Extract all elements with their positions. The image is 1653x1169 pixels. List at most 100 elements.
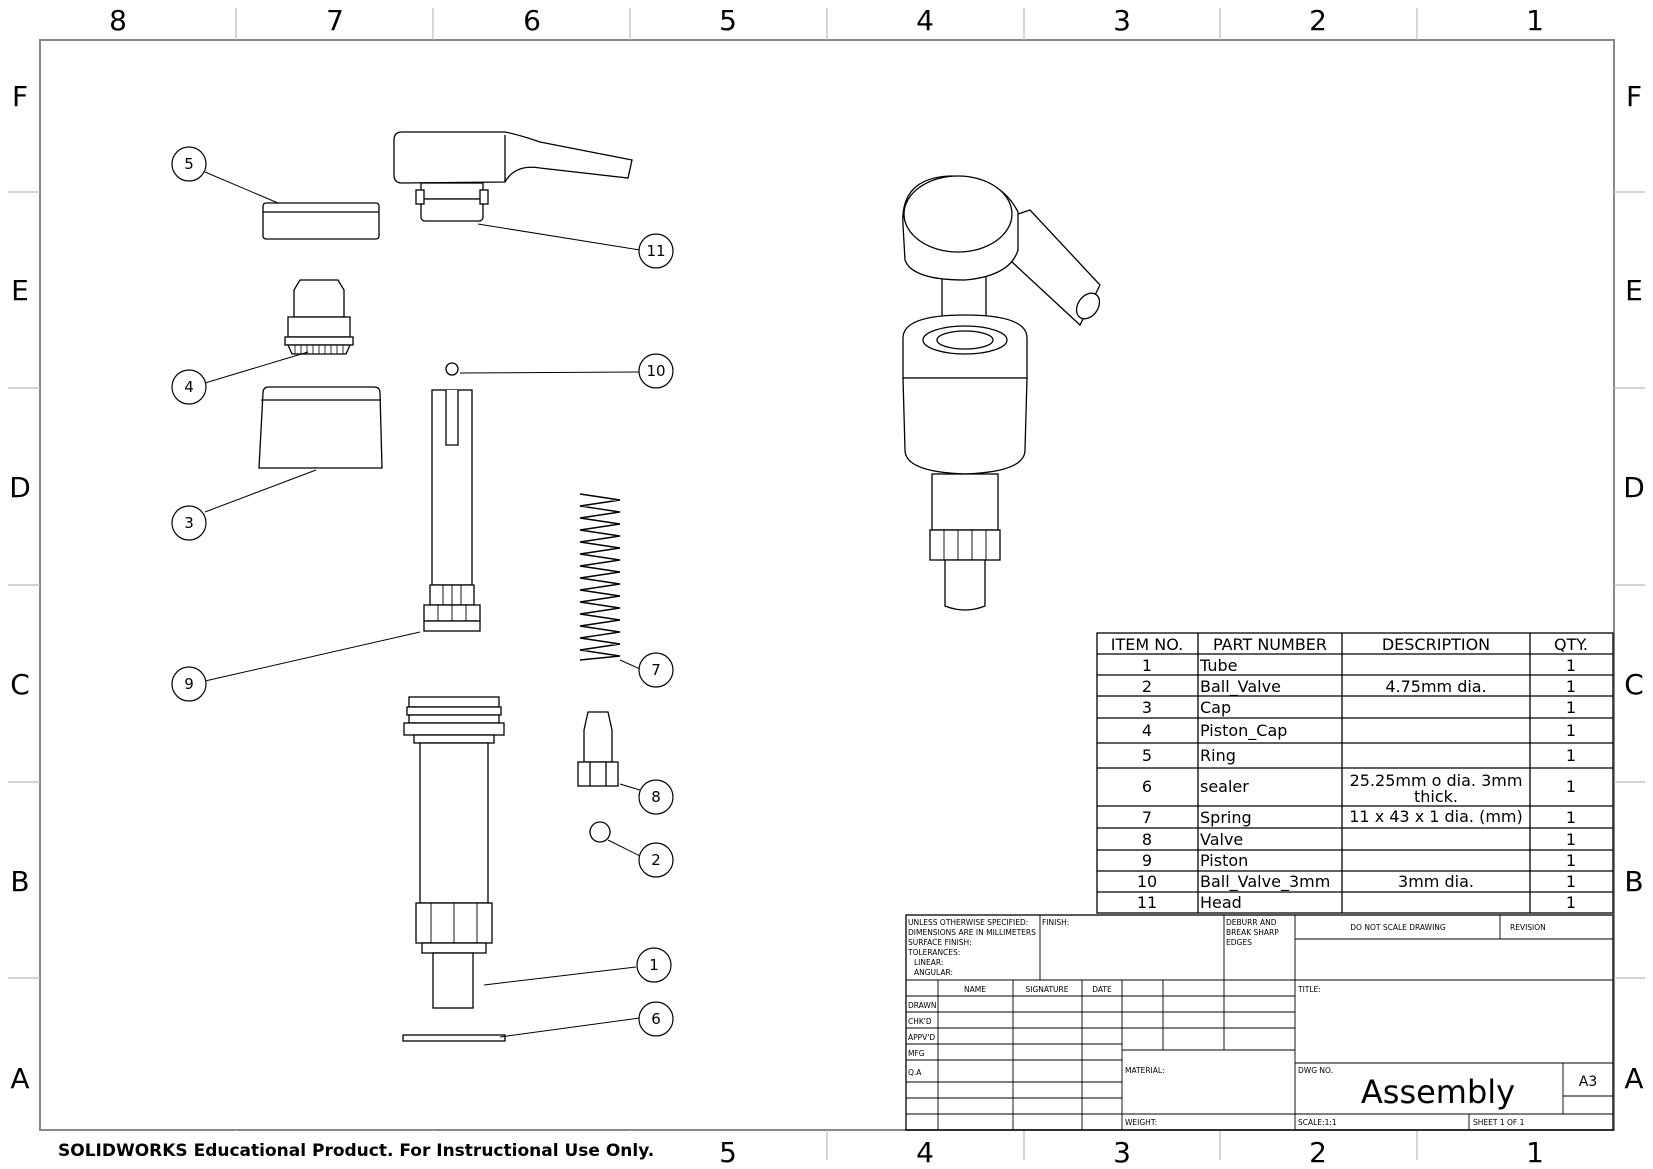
bom-desc-line2: thick. <box>1414 787 1458 806</box>
bom-part: Spring <box>1200 808 1252 827</box>
tb-dwg-name: Assembly <box>1361 1073 1515 1111</box>
bom-part: Ball_Valve <box>1200 677 1281 697</box>
part-tube <box>403 696 505 1009</box>
tb-dwg-no: DWG NO. <box>1298 1066 1333 1075</box>
bom-desc: 3mm dia. <box>1398 872 1474 891</box>
bom-qty: 1 <box>1566 808 1576 827</box>
tb-finish: FINISH: <box>1042 918 1069 927</box>
zone-row-d-right: D <box>1623 471 1645 504</box>
tb-note-5: LINEAR: <box>914 958 943 967</box>
bom-part: Ring <box>1200 746 1236 765</box>
tb-role-chkd: CHK'D <box>908 1017 932 1026</box>
zone-col-3: 3 <box>1113 4 1131 37</box>
tb-revision: REVISION <box>1510 923 1546 932</box>
zone-col-8: 8 <box>109 4 127 37</box>
zone-col-5: 5 <box>719 4 737 37</box>
zone-row-d: D <box>9 471 31 504</box>
tb-note-6: ANGULAR: <box>914 968 953 977</box>
svg-text:4: 4 <box>184 378 194 396</box>
part-spring <box>579 493 621 661</box>
zone-row-b-right: B <box>1624 865 1643 898</box>
bom-part: Tube <box>1199 656 1237 675</box>
bom-item: 11 <box>1137 893 1157 912</box>
tb-col-date: DATE <box>1092 985 1112 994</box>
bom-item: 4 <box>1142 721 1152 740</box>
callout-balloons: 5 11 4 10 3 9 7 8 2 1 6 <box>171 146 674 1037</box>
zone-labels-bottom: 5 4 3 2 1 <box>719 1136 1544 1169</box>
bom-qty: 1 <box>1566 777 1576 796</box>
tb-note-2: DIMENSIONS ARE IN MILLIMETERS <box>908 928 1036 937</box>
bom-desc: 11 x 43 x 1 dia. (mm) <box>1349 807 1523 826</box>
part-piston <box>423 389 481 632</box>
zone-col-3-bottom: 3 <box>1113 1136 1131 1169</box>
zone-row-a: A <box>10 1062 29 1095</box>
bom-qty: 1 <box>1566 698 1576 717</box>
zone-col-7: 7 <box>326 4 344 37</box>
bom-header-item: ITEM NO. <box>1111 635 1184 654</box>
svg-text:2: 2 <box>651 851 661 869</box>
zone-ticks <box>8 8 1645 1160</box>
bom-header-part: PART NUMBER <box>1213 635 1327 654</box>
bom-item: 3 <box>1142 698 1152 717</box>
svg-text:1: 1 <box>649 956 659 974</box>
zone-col-2: 2 <box>1309 4 1327 37</box>
tb-deburr-3: EDGES <box>1226 938 1252 947</box>
tb-note-4: TOLERANCES: <box>907 948 960 957</box>
zone-labels-left: F E D C B A <box>9 80 31 1095</box>
tb-scale: SCALE:1:1 <box>1298 1118 1337 1127</box>
zone-col-4-bottom: 4 <box>916 1136 934 1169</box>
tb-role-qa: Q.A <box>908 1068 922 1077</box>
part-head <box>393 131 633 222</box>
zone-row-f-right: F <box>1626 80 1642 113</box>
leader-lines <box>204 171 641 1038</box>
bom-qty: 1 <box>1566 893 1576 912</box>
svg-text:6: 6 <box>651 1010 661 1028</box>
bom-desc: 25.25mm o dia. 3mm <box>1350 771 1523 790</box>
title-block-text: UNLESS OTHERWISE SPECIFIED: DIMENSIONS A… <box>907 918 1597 1127</box>
zone-col-4: 4 <box>916 4 934 37</box>
part-piston-cap <box>284 279 354 355</box>
bom-qty: 1 <box>1566 872 1576 891</box>
zone-row-f: F <box>12 80 28 113</box>
bom-text: ITEM NO. PART NUMBER DESCRIPTION QTY. 1 … <box>1111 635 1588 912</box>
tb-role-appvd: APPV'D <box>908 1033 935 1042</box>
tb-note-3: SURFACE FINISH: <box>908 938 972 947</box>
bom-item: 9 <box>1142 851 1152 870</box>
bom-item: 6 <box>1142 777 1152 796</box>
title-block <box>905 914 1614 1131</box>
bom-part: Valve <box>1200 830 1243 849</box>
bom-qty: 1 <box>1566 656 1576 675</box>
part-sealer <box>402 1034 506 1042</box>
bom-part: Ball_Valve_3mm <box>1200 872 1330 892</box>
bom-item: 10 <box>1137 872 1157 891</box>
tb-size: A3 <box>1579 1074 1597 1090</box>
part-ball-valve <box>589 821 611 843</box>
svg-text:8: 8 <box>651 788 661 806</box>
bom-item: 7 <box>1142 808 1152 827</box>
balloon-6: 6 <box>638 1001 674 1037</box>
tb-weight: WEIGHT: <box>1125 1118 1157 1127</box>
zone-col-6: 6 <box>523 4 541 37</box>
zone-row-c-right: C <box>1624 668 1644 701</box>
balloon-9: 9 <box>171 666 207 702</box>
balloon-5: 5 <box>171 146 207 182</box>
isometric-view <box>902 175 1101 611</box>
zone-col-2-bottom: 2 <box>1309 1136 1327 1169</box>
zone-row-c: C <box>10 668 30 701</box>
svg-text:5: 5 <box>184 155 194 173</box>
bom-desc: 4.75mm dia. <box>1385 677 1486 696</box>
tb-role-drawn: DRAWN <box>908 1001 936 1010</box>
bom-qty: 1 <box>1566 830 1576 849</box>
bom-item: 5 <box>1142 746 1152 765</box>
educational-notice: SOLIDWORKS Educational Product. For Inst… <box>58 1141 654 1161</box>
bom-item: 8 <box>1142 830 1152 849</box>
zone-col-1-bottom: 1 <box>1526 1136 1544 1169</box>
bom-part: Piston_Cap <box>1200 721 1287 741</box>
tb-material: MATERIAL: <box>1125 1066 1165 1075</box>
bom-part: Cap <box>1200 698 1231 717</box>
bom-part: sealer <box>1200 777 1249 796</box>
zone-labels-right: F E D C B A <box>1623 80 1645 1095</box>
part-ring <box>262 202 380 240</box>
tb-col-name: NAME <box>964 985 986 994</box>
tb-sheet: SHEET 1 OF 1 <box>1473 1118 1525 1127</box>
